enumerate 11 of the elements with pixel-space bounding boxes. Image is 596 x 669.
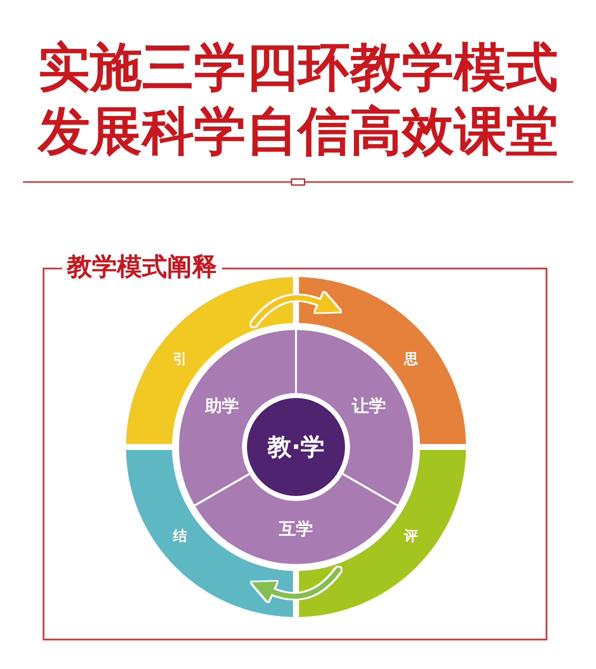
- segment-label: 结: [172, 529, 187, 545]
- sector-label: 让学: [352, 398, 386, 416]
- curved-arrow: [251, 567, 341, 602]
- segment-label: 思: [404, 352, 418, 368]
- sector-label: 助学: [205, 398, 239, 416]
- page-title: 实施三学四环教学模式发展科学自信高效课堂: [36, 37, 559, 164]
- center-label: 教·学: [267, 434, 325, 460]
- panel-heading: 教学模式阐释: [62, 254, 222, 280]
- segment-label: 评: [404, 529, 418, 545]
- segment-label: 引: [172, 352, 187, 368]
- sector-label: 互学: [278, 520, 313, 540]
